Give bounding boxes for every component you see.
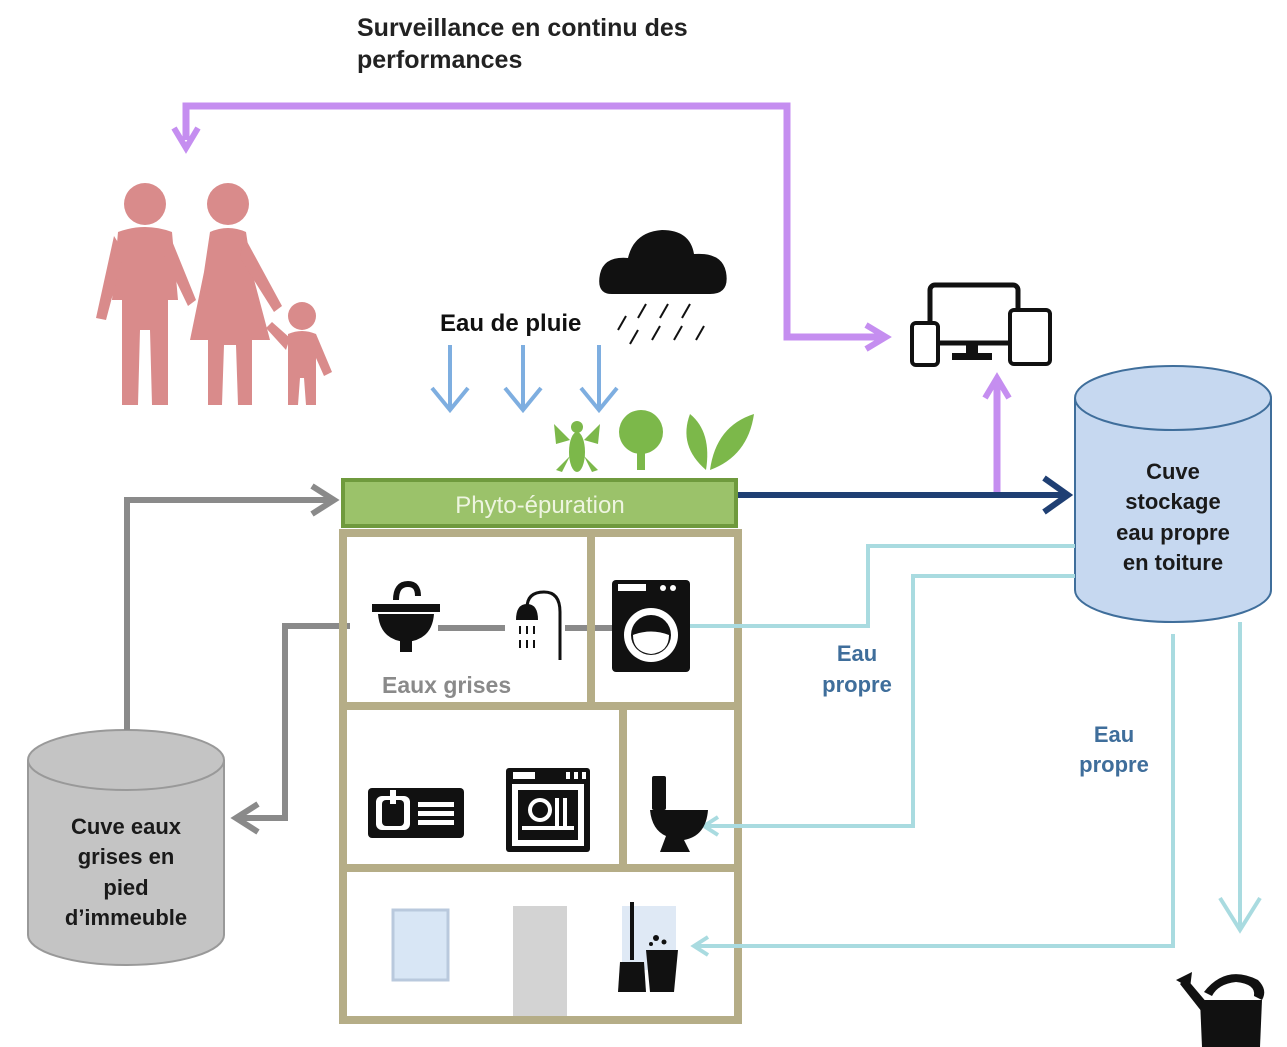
window-shape (391, 908, 450, 982)
grey-water-tank (27, 729, 225, 966)
clean-tank-label-line2: stockage (1125, 489, 1220, 514)
grey-tank-label-line4: d’immeuble (65, 905, 187, 930)
grey-tank-label-line3: pied (103, 875, 148, 900)
building-frame (339, 529, 742, 1024)
cloud-rain-icon (599, 230, 727, 345)
mop-bucket-icon (618, 902, 678, 992)
family-icon (96, 183, 332, 405)
insect-icon (554, 421, 600, 472)
monitoring-arrow (171, 102, 1012, 495)
dishwasher-icon (506, 768, 590, 852)
tree-icon (619, 410, 663, 470)
washing-machine-icon (612, 580, 690, 672)
phyto-bar (341, 478, 738, 528)
sink-icon (372, 580, 440, 652)
clean-tank-label-line1: Cuve (1146, 459, 1200, 484)
devices-icon (910, 282, 1052, 367)
phyto-label: Phyto-épuration (455, 492, 624, 519)
door-shape (513, 906, 567, 1016)
clean-water-label2-line2: propre (1079, 752, 1149, 777)
toilet-icon (650, 776, 708, 852)
leaves-icon (686, 414, 754, 470)
grey-water-label: Eaux grises (382, 672, 511, 698)
rain-arrows (430, 345, 619, 414)
clean-tank-label-line4: en toiture (1123, 550, 1223, 575)
clean-water-label1-line1: Eau (837, 641, 877, 666)
shower-icon (516, 590, 562, 660)
clean-water-label2-line1: Eau (1094, 722, 1134, 747)
grey-water-arrows (124, 483, 612, 835)
grey-tank-label-line2: grises en (78, 844, 175, 869)
clean-water-label1-line2: propre (822, 672, 892, 697)
monitoring-title-line1: Surveillance en continu des (357, 14, 688, 42)
grey-tank-label-line1: Cuve eaux (71, 814, 182, 839)
bathtub-icon (368, 788, 464, 838)
main-flow-arrow (738, 475, 1074, 515)
clean-tank-label-line3: eau propre (1116, 520, 1230, 545)
watering-can-icon (1176, 972, 1265, 1047)
rain-label: Eau de pluie (440, 310, 581, 337)
clean-water-tank (1074, 365, 1272, 623)
monitoring-title-line2: performances (357, 46, 522, 74)
